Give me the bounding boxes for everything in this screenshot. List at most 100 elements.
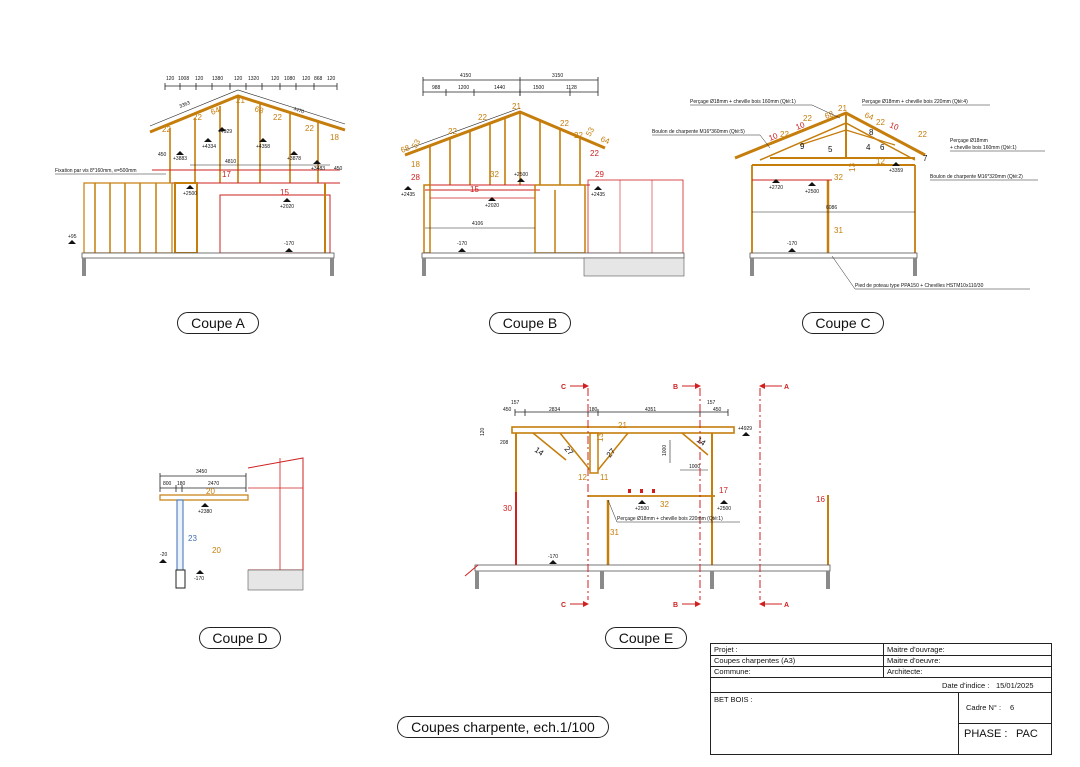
a-piece-22d: 22 — [305, 124, 314, 133]
e-cut-b-top: B — [673, 384, 678, 391]
b-dim-3150: 3150 — [552, 73, 563, 79]
b-dim-4106: 4106 — [472, 221, 483, 227]
c-piece-12: 12 — [876, 157, 885, 166]
e-piece-16: 16 — [816, 495, 825, 504]
tb-phase-label: PHASE : — [964, 728, 1008, 740]
d-dim-3450: 3450 — [196, 469, 207, 475]
c-piece-22a: 22 — [803, 114, 812, 123]
b-piece-22a: 22 — [448, 127, 457, 136]
a-dim-slope-left: 3363 — [179, 100, 192, 110]
b-piece-32: 32 — [490, 170, 499, 179]
a-piece-22a: 22 — [162, 125, 171, 134]
e-dim-2834: 2834 — [549, 407, 560, 413]
c-dim-6086: 6086 — [826, 205, 837, 211]
b-dim-988: 988 — [432, 85, 441, 91]
tb-date-value: 15/01/2025 — [996, 681, 1034, 690]
e-piece-17: 17 — [719, 486, 728, 495]
b-dim-1128: 1128 — [566, 85, 577, 91]
tb-cadre-value: 6 — [1010, 703, 1015, 712]
c-level-170: -170 — [787, 241, 797, 247]
coupe-b-drawing: 4150 3150 988 1200 1440 1500 1128 4106 — [399, 73, 685, 277]
d-level-20: -20 — [160, 552, 167, 558]
c-note-3: Perçage Ø18mm — [950, 138, 988, 144]
c-piece-6: 6 — [880, 143, 885, 152]
e-dim-157a: 157 — [511, 400, 520, 406]
c-piece-32: 32 — [834, 173, 843, 182]
coupe-d-drawing: 3450 800 180 2470 20 23 20 +2380 -20 -17… — [159, 457, 304, 591]
tb-cadre-label: Cadre N° : — [966, 703, 1002, 712]
e-dim-208: 208 — [500, 440, 509, 446]
a-piece-18: 18 — [330, 133, 339, 142]
c-piece-22b: 22 — [780, 130, 789, 139]
coupe-a-drawing: 120 1008 120 1380 120 1320 120 1080 120 … — [55, 76, 346, 276]
a-level-3883: +3883 — [173, 156, 187, 162]
a-dim-450-r: 450 — [334, 166, 343, 172]
c-piece-22c: 22 — [876, 118, 885, 127]
a-dim-450-l: 450 — [158, 152, 167, 158]
coupe-e-title: Coupe E — [605, 627, 687, 649]
coupe-e-drawing: 157 157 450 2834 180 4351 450 120 208 10… — [464, 383, 831, 609]
a-dim-5: 1320 — [248, 76, 259, 82]
b-level-170: -170 — [457, 241, 467, 247]
tb-projet-label: Projet : — [714, 645, 738, 654]
c-level-3359: +3359 — [889, 168, 903, 174]
b-piece-64: 64 — [599, 135, 611, 147]
a-dim-3: 1380 — [212, 76, 223, 82]
c-piece-9: 9 — [800, 142, 805, 151]
d-dim-180: 180 — [177, 481, 186, 487]
tb-architecte: Architecte: — [887, 667, 923, 676]
b-dim-4150: 4150 — [460, 73, 471, 79]
b-level-2500: +2500 — [514, 172, 528, 178]
a-piece-22c: 22 — [273, 113, 282, 122]
coupe-d-title: Coupe D — [199, 627, 281, 649]
e-dim-157b: 157 — [707, 400, 716, 406]
a-level-3483: +3483 — [311, 166, 325, 172]
a-piece-64: 64 — [209, 105, 221, 117]
a-dim-slope-right: 4470 — [292, 106, 305, 115]
coupe-c-drawing: 6086 21 68 64 22 22 22 22 10 10 10 9 8 5… — [652, 99, 1045, 290]
c-piece-10a: 10 — [767, 131, 779, 143]
e-cut-a-bottom: A — [784, 602, 789, 609]
e-dim-4351: 4351 — [645, 407, 656, 413]
a-level-170: -170 — [284, 241, 294, 247]
b-piece-28: 28 — [411, 173, 420, 182]
c-piece-31: 31 — [834, 226, 843, 235]
d-level-170: -170 — [194, 576, 204, 582]
a-dim-0: 120 — [166, 76, 175, 82]
coupe-a-title: Coupe A — [177, 312, 259, 334]
a-dim-1: 1008 — [178, 76, 189, 82]
b-piece-21: 21 — [512, 102, 521, 111]
c-piece-22d: 22 — [918, 130, 927, 139]
title-block: Projet : Coupes charpentes (A3) Commune:… — [710, 643, 1052, 755]
c-piece-64: 64 — [863, 111, 875, 123]
c-piece-10c: 10 — [888, 121, 900, 133]
e-level-4929: +4929 — [738, 426, 752, 432]
e-cut-b-bottom: B — [673, 602, 678, 609]
b-dim-1200: 1200 — [458, 85, 469, 91]
e-piece-31: 31 — [610, 528, 619, 537]
b-dim-1500: 1500 — [533, 85, 544, 91]
e-piece-21: 21 — [618, 421, 627, 430]
a-dim-6: 120 — [271, 76, 280, 82]
a-piece-21: 21 — [236, 96, 245, 105]
sheet-main-title: Coupes charpente, ech.1/100 — [397, 716, 609, 738]
b-level-2435b: +2435 — [591, 192, 605, 198]
c-piece-5: 5 — [828, 145, 833, 154]
b-piece-15: 15 — [470, 185, 479, 194]
e-cut-c-bottom: C — [561, 602, 566, 609]
c-note-5: Boulon de charpente M16*320mm (Qté:2) — [930, 174, 1023, 180]
d-dim-2470: 2470 — [208, 481, 219, 487]
e-piece-13: 13 — [596, 433, 605, 442]
e-dim-450b: 450 — [713, 407, 722, 413]
e-piece-27a: 27 — [562, 445, 575, 458]
e-cut-c-top: C — [561, 384, 566, 391]
b-dim-1440: 1440 — [494, 85, 505, 91]
c-note-2: Boulon de charpente M16*360mm (Qté:5) — [652, 129, 745, 135]
c-note-1: Perçage Ø18mm + cheville bois 220mm (Qté… — [862, 99, 968, 105]
coupe-c-title: Coupe C — [802, 312, 884, 334]
a-piece-22b: 22 — [193, 113, 202, 122]
a-piece-17: 17 — [222, 170, 231, 179]
tb-maitre-ouvrage: Maitre d'ouvrage: — [887, 645, 945, 654]
c-piece-7: 7 — [923, 154, 928, 163]
